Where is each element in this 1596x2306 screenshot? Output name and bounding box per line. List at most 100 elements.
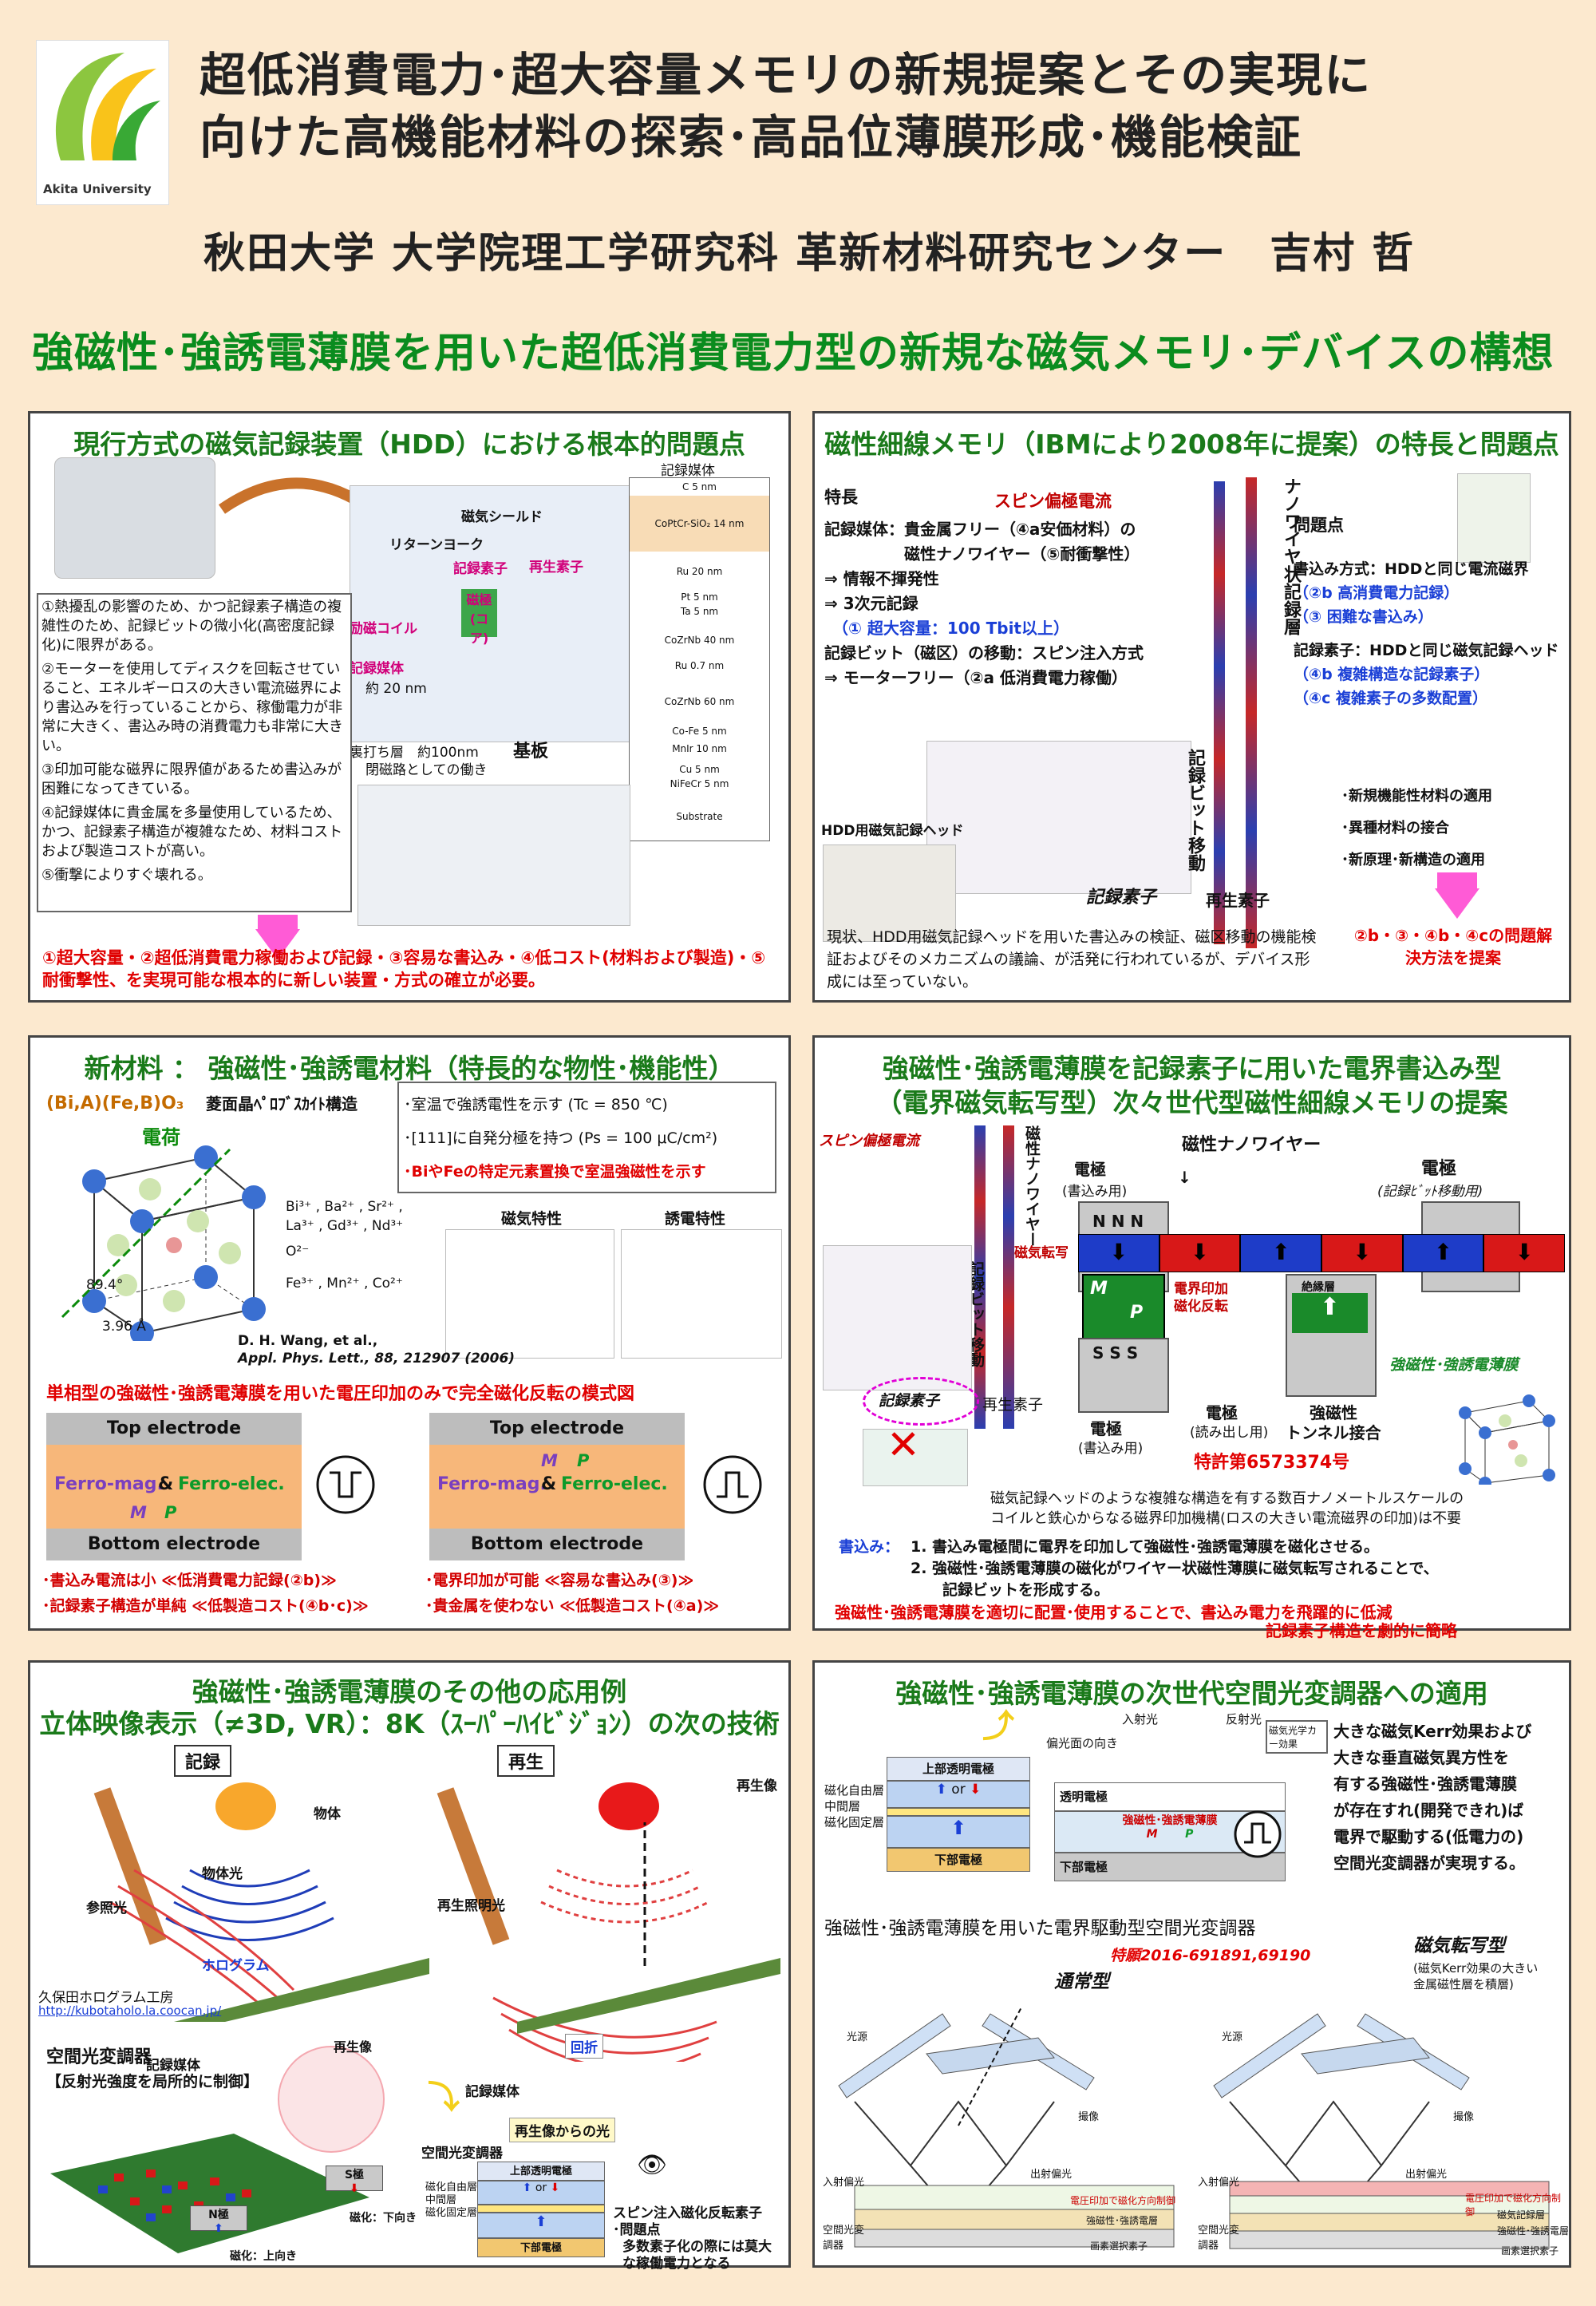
panel-title: 強磁性･強誘電薄膜の次世代空間光変調器への適用 bbox=[895, 1678, 1488, 1709]
ion-a: Bi³⁺ , Ba²⁺ , Sr²⁺ , bbox=[286, 1199, 403, 1215]
or-label: or bbox=[535, 2181, 547, 2194]
panel-title: 現行方式の磁気記録装置（HDD）における根本的問題点 bbox=[73, 429, 745, 460]
ref-journal: Appl. Phys. Lett., 88, 212907 (2006) bbox=[238, 1351, 516, 1367]
angle-label: 89.4° bbox=[86, 1277, 124, 1293]
studio-label: 久保田ホログラム工房 bbox=[38, 1990, 174, 2006]
light-src-right: 光源 bbox=[1222, 2031, 1243, 2043]
ferro-mag-left: Ferro-mag. bbox=[54, 1474, 164, 1494]
replay-light-label: 再生照明光 bbox=[437, 1898, 505, 1914]
mag-char-label: 磁気特性 bbox=[501, 1210, 563, 1228]
rec-elem-label: 記録素子 bbox=[879, 1392, 940, 1410]
ion-legend: Bi³⁺ , Ba²⁺ , Sr²⁺ , La³⁺ , Gd³⁺ , Nd³⁺ … bbox=[286, 1197, 403, 1293]
pulse-icon bbox=[1234, 1810, 1282, 1858]
voltage-ctrl-right: 電圧印加で磁化方向制御 bbox=[1465, 2193, 1562, 2217]
formula: (Bi,A)(Fe,B)O₃ bbox=[46, 1094, 184, 1113]
tunnel-label-2: トンネル接合 bbox=[1286, 1423, 1381, 1442]
hdd-photo bbox=[54, 457, 215, 579]
mid-label: 中間層 bbox=[824, 1799, 861, 1814]
fixed-layer: ⬆ bbox=[477, 2213, 605, 2238]
label-return-yoke: リターンヨーク bbox=[389, 537, 484, 553]
in-polar-right: 入射偏光 bbox=[1198, 2177, 1240, 2189]
feature-line: ⇒ 3次元記録 bbox=[824, 594, 918, 613]
out-polar-right: 出射偏光 bbox=[1405, 2169, 1448, 2181]
voltage-ctrl-left: 電圧印加で磁化方向制御 bbox=[1070, 2195, 1176, 2206]
hdd-conclusion: ①超大容量・②超低消費電力稼働および記録・③容易な書込み・④低コスト(材料および… bbox=[42, 948, 766, 990]
layer: Ru 0.7 nm bbox=[630, 660, 769, 678]
electrode-write-label: 電極 bbox=[1074, 1160, 1106, 1179]
fixed-layer: ⬆ bbox=[887, 1816, 1030, 1848]
panel-title-1: 強磁性･強誘電薄膜を記録素子に用いた電界書込み型 bbox=[882, 1053, 1502, 1084]
insulator-label: 絶縁層 bbox=[1302, 1281, 1335, 1294]
logo-text: Akita University bbox=[43, 182, 152, 196]
feature-line: （① 超大容量：100 Tbit以上） bbox=[824, 619, 1069, 638]
n-pole-label: N極 bbox=[208, 2209, 229, 2221]
medium-2-label: 記録媒体 bbox=[465, 2084, 519, 2100]
slm-pixel-array bbox=[50, 2134, 369, 2253]
pe-loop-plot bbox=[621, 1229, 782, 1359]
layer: CoZrNb 40 nm bbox=[630, 620, 769, 660]
bottom-layer: 下部電極 bbox=[477, 2238, 605, 2257]
ref-light-label: 参照光 bbox=[86, 1901, 127, 1916]
layer: Ru 20 nm bbox=[630, 552, 769, 591]
label-repro-element: 再生素子 bbox=[529, 560, 583, 576]
desc-line: 大きな磁気Kerr効果および bbox=[1333, 1722, 1532, 1741]
mag-rev-label: 磁化反転 bbox=[1174, 1299, 1228, 1315]
slm-heading: 空間光変調器 bbox=[46, 2047, 152, 2067]
merit: ･記録素子構造が単純 ≪低製造コスト(④b･c)≫ bbox=[42, 1597, 369, 1615]
schema-title: 単相型の強磁性･強誘電薄膜を用いた電圧印加のみで完全磁化反転の模式図 bbox=[46, 1384, 635, 1404]
ion-a2: La³⁺ , Gd³⁺ , Nd³⁺ bbox=[286, 1218, 404, 1234]
feature-line: 記録ビット（磁区）の移動：スピン注入方式 bbox=[824, 643, 1144, 663]
title-line-2: 向けた高機能材料の探索･高品位薄膜形成･機能検証 bbox=[200, 110, 1303, 164]
magnetic-wire-strip: ⬇ ⬇ ⬆ ⬇ ⬆ ⬇ bbox=[1078, 1234, 1566, 1272]
studio-url[interactable]: http://kubotaholo.la.coocan.jp/ bbox=[38, 2003, 222, 2018]
bottom-layer: 下部電極 bbox=[887, 1848, 1030, 1872]
pulse-down-icon bbox=[316, 1455, 375, 1514]
mag-down-label: 磁化：下向き bbox=[350, 2212, 417, 2225]
spin-problem-text: 多数素子化の際には莫大な稼働電力となる bbox=[622, 2239, 772, 2272]
sub-title: 強磁性･強誘電薄膜を用いた電界駆動型空間光変調器 bbox=[824, 1918, 1256, 1939]
layer: Substrate bbox=[630, 793, 769, 841]
free-layer: ⬆ or ⬇ bbox=[887, 1781, 1030, 1808]
slm-left-label: 空間光変調器 bbox=[823, 2225, 865, 2252]
spin-stack-p6: 上部透明電極 ⬆ or ⬇ ⬆ 下部電極 bbox=[887, 1757, 1030, 1872]
record-tag: 記録 bbox=[174, 1745, 232, 1777]
author-line: 秋田大学 大学院理工学研究科 革新材料研究センター 吉村 哲 bbox=[203, 230, 1416, 278]
prop-line: ･BiやFeの特定元素置換で室温強磁性を示す bbox=[404, 1163, 706, 1181]
stack-title: 記録媒体 bbox=[661, 463, 715, 479]
replay-img-label: 再生像 bbox=[737, 1778, 777, 1794]
issues-box: ①熱擾乱の影響のため、かつ記録素子構造の複雑性のため、記録ビットの微小化(高密度… bbox=[37, 593, 352, 912]
free-layer-block: ⬆ bbox=[1292, 1293, 1368, 1333]
dashed-ellipse bbox=[863, 1377, 979, 1426]
main-heading: 強磁性･強誘電薄膜を用いた超低消費電力型の新規な磁気メモリ･デバイスの構想 bbox=[32, 330, 1555, 378]
ferro-film-block bbox=[1082, 1274, 1165, 1341]
replay-tag: 再生 bbox=[497, 1745, 555, 1777]
features-heading: 特長 bbox=[824, 488, 858, 507]
panel-efield-racetrack: 強磁性･強誘電薄膜を記録素子に用いた電界書込み型 （電界磁気転写型）次々世代型磁… bbox=[812, 1035, 1571, 1640]
solution-item: ･新規機能性材料の適用 bbox=[1341, 788, 1492, 805]
small-lattice-icon bbox=[1459, 1394, 1555, 1485]
panel-title-2: 立体映像表示（≠3D, VR）：8K（ｽｰﾊﾟｰﾊｲﾋﾞｼﾞｮﾝ）の次の技術 bbox=[39, 1708, 780, 1739]
panel-title: 新材料 ： 強磁性･強誘電材料（特長的な物性･機能性） bbox=[84, 1053, 735, 1084]
head-structure-photo bbox=[358, 785, 630, 926]
nanowire-right bbox=[1003, 1125, 1014, 1429]
film-right-label: 強磁性･強誘電層 bbox=[1497, 2225, 1570, 2237]
top-elec-layer: 上部透明電極 bbox=[477, 2162, 605, 2181]
ref-authors: D. H. Wang, et al., bbox=[238, 1333, 378, 1349]
spin-stack-labels: 磁化自由層 中間層 磁化固定層 bbox=[824, 1782, 884, 1830]
medium-label: 記録媒体 bbox=[146, 2058, 200, 2074]
from-replay-label: 再生像からの光 bbox=[509, 2118, 615, 2142]
label-record-element: 記録素子 bbox=[453, 561, 508, 577]
reflect-label: 反射光 bbox=[1226, 1712, 1262, 1727]
desc-line: 有する強磁性･強誘電薄膜 bbox=[1333, 1774, 1517, 1794]
fixed-label: 磁化固定層 bbox=[425, 2207, 478, 2219]
university-logo: Akita University bbox=[36, 40, 169, 205]
nanowire-left bbox=[974, 1125, 986, 1429]
amp-left: & bbox=[158, 1474, 174, 1494]
free-label: 磁化自由層 bbox=[425, 2181, 478, 2193]
bit-move-label: 記録ビット移動 bbox=[1185, 749, 1205, 872]
layer: CoZrNb 60 nm bbox=[630, 678, 769, 726]
electrode-read-sub: (読み出し用) bbox=[1190, 1425, 1269, 1441]
issue-2: ②モーターを使用してディスクを回転させていること、エネルギーロスの大きい電流磁界… bbox=[41, 661, 343, 754]
bottom-layer-2: 下部電極 bbox=[1054, 1853, 1286, 1881]
incident-label: 入射光 bbox=[1122, 1712, 1159, 1727]
